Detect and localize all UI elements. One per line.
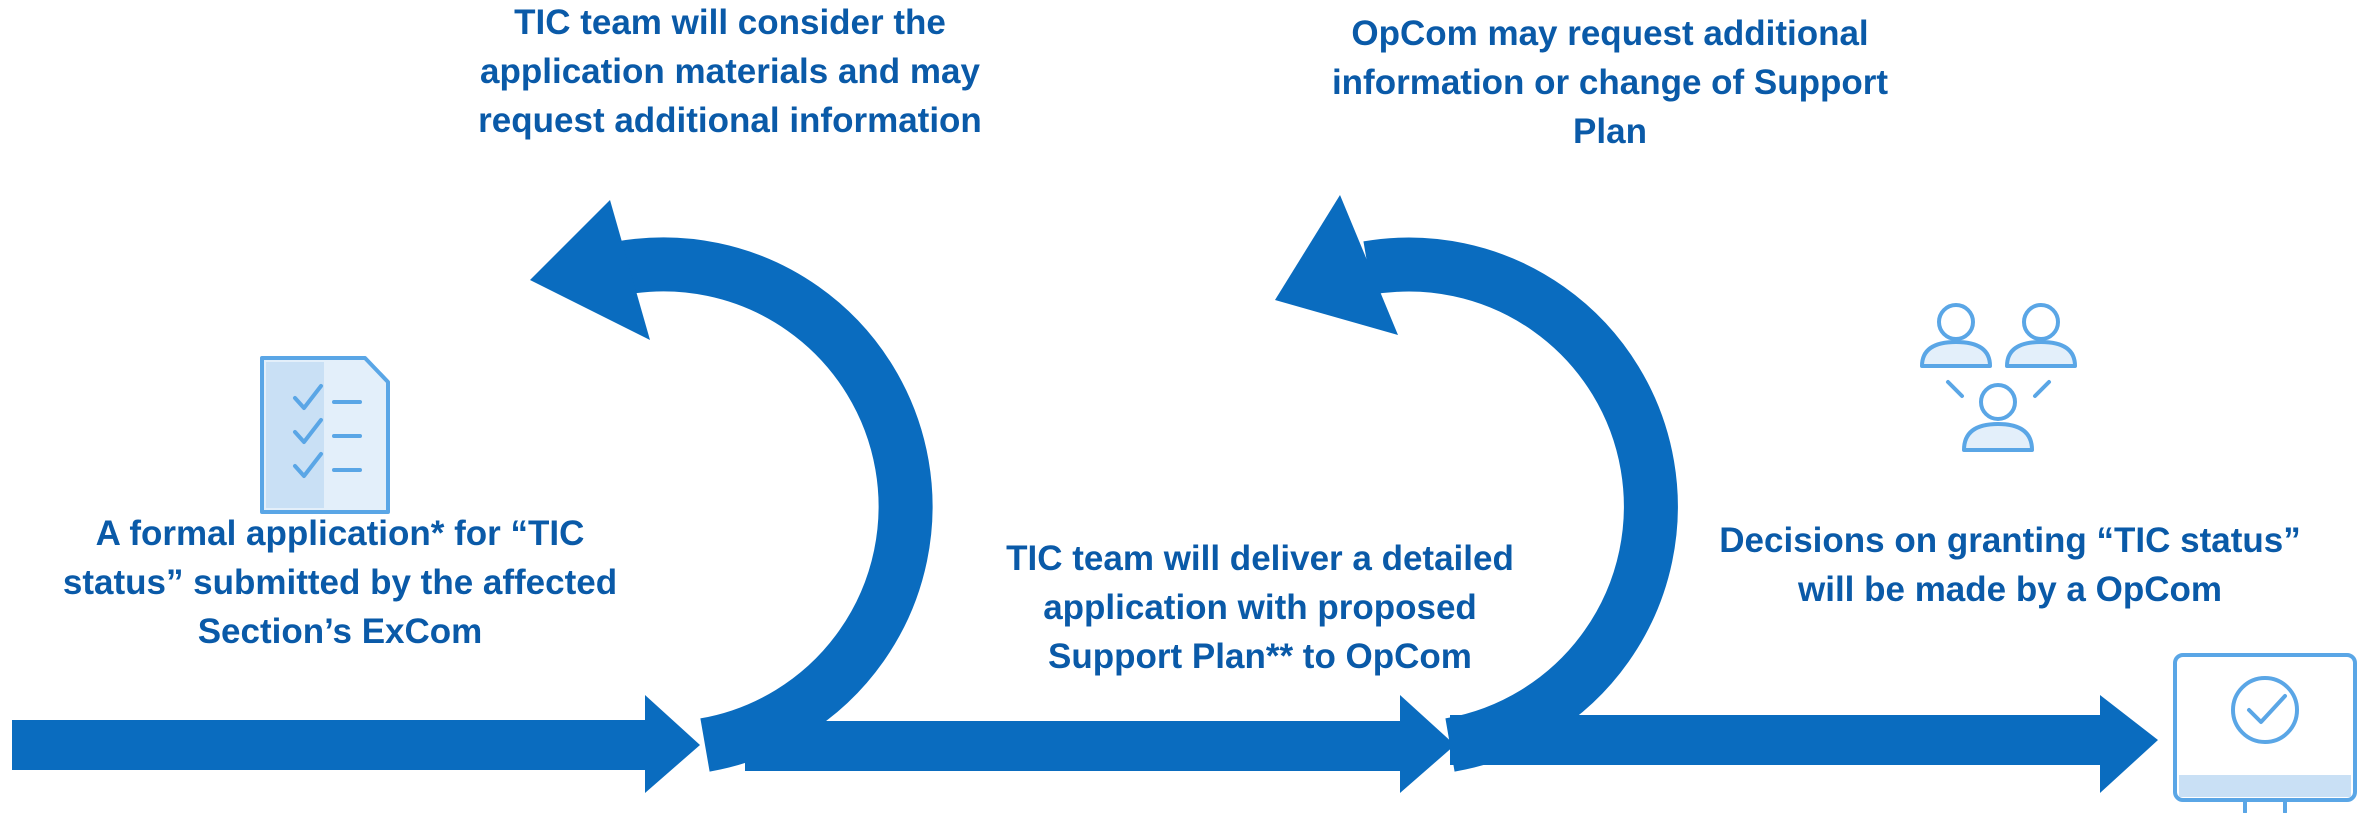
step-opcom-request-text: OpCom may request additional information… — [1331, 14, 1889, 151]
checklist-document-icon — [260, 356, 390, 514]
people-group-icon — [1920, 303, 2077, 452]
flow-arrow-3 — [1450, 695, 2158, 793]
loop-arrow-1 — [530, 200, 933, 772]
loop-arrow-2 — [1275, 195, 1678, 772]
flow-arrow-1 — [12, 695, 700, 793]
step-decision-text: Decisions on granting “TIC status” will … — [1719, 521, 2301, 609]
flow-arrow-2 — [745, 695, 1455, 793]
step-application-text: A formal application* for “TIC status” s… — [62, 514, 618, 651]
step-tic-review-text: TIC team will consider the application m… — [478, 3, 982, 140]
monitor-check-icon — [2173, 653, 2357, 813]
step-detailed-application-text: TIC team will deliver a detailed applica… — [1006, 539, 1514, 676]
